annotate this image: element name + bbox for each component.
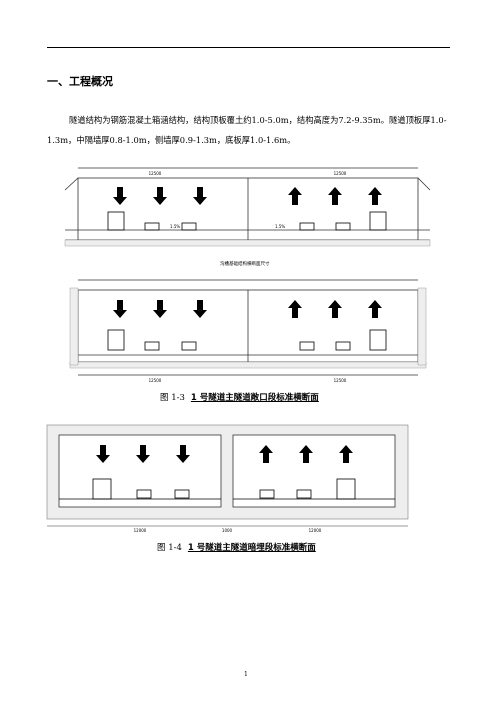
fig1-slope-left: 1.5% [170,224,180,229]
figure1-caption-number: 图 1-3 [160,393,185,403]
section-heading: 一、工程概况 [47,75,113,88]
fig2-bottom-left: 12000 [134,528,147,533]
figure-open-section-drawing: 12500 12500 1.5% 1.5% 沟槽基础结构横断面尺寸 12500 … [64,167,431,383]
fig1-top-width-left: 12500 [149,171,162,176]
overview-paragraph: 隧道结构为钢筋混凝土箱涵结构，结构顶板覆土约1.0-5.0m，结构高度为7.2-… [47,115,447,145]
figure2-caption: 图 1-4 1 号隧道主隧道暗埋段标准横断面 [157,541,316,553]
fig1-slope-right: 1.5% [275,224,285,229]
figure2-caption-title: 1 号隧道主隧道暗埋段标准横断面 [187,543,316,553]
fig2-bottom-right: 12000 [309,528,322,533]
figure-buried-section-drawing: 12000 1000 12000 [46,424,409,533]
fig2-bottom-mid: 1000 [222,528,233,533]
fig1-top-width-right: 12500 [334,171,347,176]
page-number: 1 [244,671,248,678]
fig1-bottom-left: 12500 [149,378,162,383]
fig1-middle-label: 沟槽基础结构横断面尺寸 [220,260,270,267]
figure1-caption-title: 1 号隧道主隧道敞口段标准横断面 [190,393,319,403]
figure1-caption: 图 1-3 1 号隧道主隧道敞口段标准横断面 [160,391,319,403]
fig1-bottom-right: 12500 [334,378,347,383]
header-rule [47,47,450,48]
figure2-caption-number: 图 1-4 [157,543,182,553]
